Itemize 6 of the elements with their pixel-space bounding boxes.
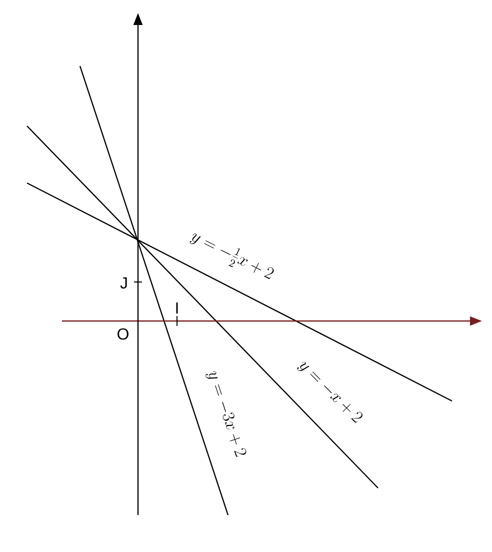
- axis-label: I: [176, 302, 178, 314]
- equation-label: $y = -3x + 2$: [205, 371, 246, 457]
- axis-label: O: [118, 328, 128, 340]
- equation-label: $y = -x + 2$: [296, 362, 362, 423]
- equation-label: $y = -\frac{1}{2}x + 2$: [190, 234, 274, 280]
- axis-label: J: [120, 277, 127, 289]
